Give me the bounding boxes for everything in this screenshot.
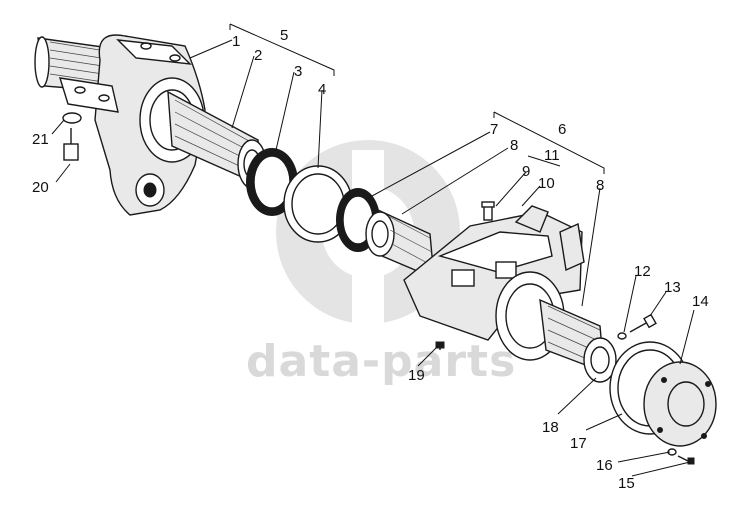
bolt-9 <box>481 201 495 221</box>
callout-20: 20 <box>32 179 49 196</box>
bolt-15 <box>677 455 695 465</box>
callout-15: 15 <box>618 475 635 492</box>
callout-4: 4 <box>318 81 326 98</box>
bearing-housing <box>403 205 585 361</box>
callout-8a: 8 <box>510 137 518 154</box>
callout-14: 14 <box>692 293 709 310</box>
nut <box>583 337 617 383</box>
callout-6: 6 <box>558 121 566 138</box>
watermark-text: data-parts <box>246 336 516 387</box>
callout-11: 11 <box>544 147 560 164</box>
callout-13: 13 <box>664 279 681 296</box>
callout-10: 10 <box>538 175 555 192</box>
callout-12: 12 <box>634 263 651 280</box>
group-brackets <box>229 23 605 174</box>
callout-21: 21 <box>32 131 49 148</box>
callout-1: 1 <box>232 33 240 50</box>
callout-3: 3 <box>294 63 302 80</box>
callout-16: 16 <box>596 457 613 474</box>
bolt-20 <box>63 128 79 161</box>
fitting-19 <box>435 341 445 350</box>
washer-21 <box>62 112 82 124</box>
callout-19: 19 <box>408 367 425 384</box>
bearing-left <box>365 208 435 280</box>
callout-labels: 1 2 3 4 5 6 7 8 8 9 10 11 12 13 14 15 16… <box>32 27 709 492</box>
callout-2: 2 <box>254 47 262 64</box>
callout-8b: 8 <box>596 177 604 194</box>
end-cover <box>643 361 717 447</box>
callout-17: 17 <box>570 435 587 452</box>
callout-7: 7 <box>490 121 498 138</box>
bolt-13 <box>629 313 657 333</box>
callout-5: 5 <box>280 27 288 44</box>
callout-9: 9 <box>522 163 530 180</box>
callout-18: 18 <box>542 419 559 436</box>
washer-12 <box>617 332 627 340</box>
leader-lines <box>51 39 695 477</box>
